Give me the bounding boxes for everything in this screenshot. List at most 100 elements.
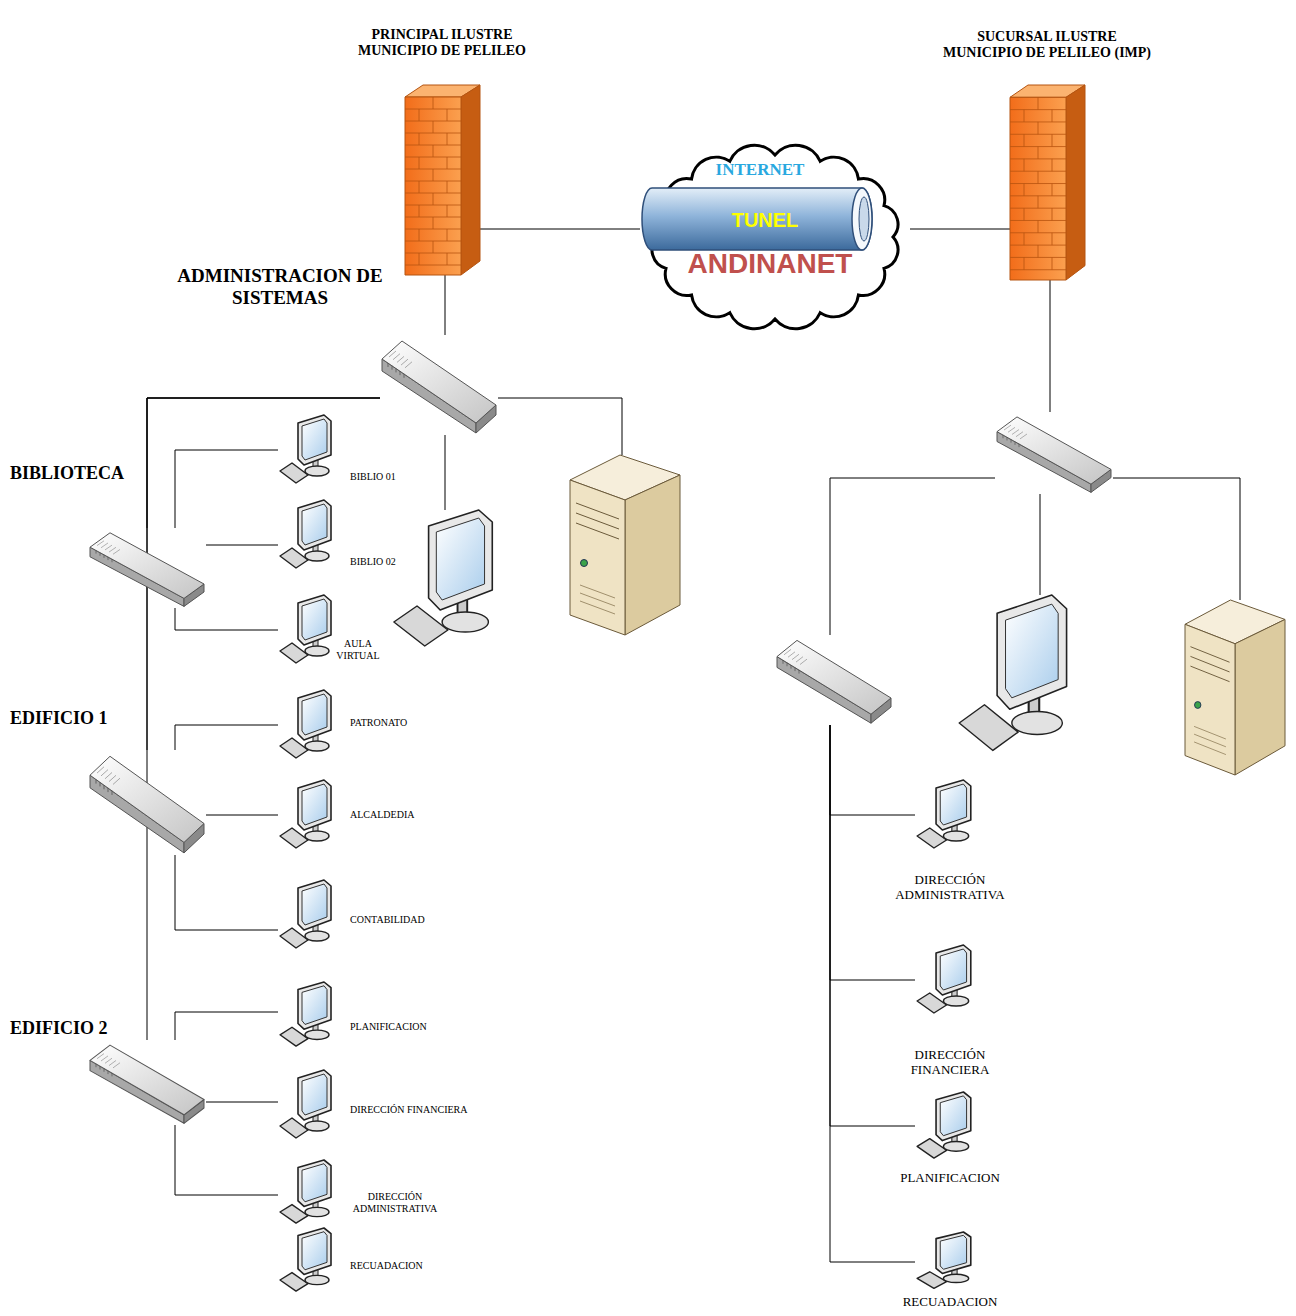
network-cable bbox=[830, 725, 915, 1126]
device-label: RECUADACION bbox=[890, 1295, 1010, 1310]
server bbox=[1185, 600, 1285, 775]
workstation: PLANIFICACION bbox=[915, 1092, 975, 1160]
workstation: DIRECCIÓN FINANCIERA bbox=[915, 945, 975, 1015]
workstation: CONTABILIDAD bbox=[278, 880, 335, 950]
device-icon bbox=[1010, 85, 1085, 280]
internet-cloud: INTERNET TUNEL ANDINANET bbox=[640, 140, 910, 335]
device-label: DIRECCIÓN FINANCIERA bbox=[350, 1104, 468, 1116]
workstation: BIBLIO 01 bbox=[278, 415, 335, 485]
device-icon bbox=[955, 595, 1075, 755]
network-cable bbox=[175, 1125, 278, 1195]
network-cable bbox=[147, 398, 380, 528]
workstation: BIBLIO 02 bbox=[278, 500, 335, 570]
device-icon bbox=[88, 528, 206, 608]
device-label: PLANIFICACION bbox=[890, 1171, 1010, 1186]
network-switch: EDIFICIO 1 bbox=[88, 750, 206, 855]
device-icon bbox=[775, 635, 893, 725]
network-cable bbox=[445, 275, 446, 335]
network-switch: ADMINISTRACION DE SISTEMAS bbox=[380, 335, 498, 435]
network-cable bbox=[206, 545, 278, 546]
network-cable bbox=[830, 478, 995, 635]
device-label: DIRECCIÓN FINANCIERA bbox=[890, 1048, 1010, 1078]
device-icon bbox=[390, 510, 500, 650]
device-icon bbox=[1185, 600, 1285, 775]
network-cable bbox=[480, 229, 640, 230]
device-icon bbox=[278, 415, 335, 485]
device-label: INTERNET bbox=[716, 160, 805, 180]
network-cable bbox=[175, 725, 278, 750]
device-icon bbox=[88, 1040, 206, 1125]
device-icon bbox=[915, 780, 975, 850]
device-label: BIBLIOTECA bbox=[10, 463, 124, 484]
network-cable bbox=[206, 815, 278, 816]
network-cable bbox=[1040, 494, 1041, 595]
device-icon bbox=[278, 1160, 335, 1225]
device-icon bbox=[278, 1228, 335, 1293]
device-icon bbox=[278, 982, 335, 1048]
device-icon bbox=[915, 945, 975, 1015]
device-label: RECUADACION bbox=[350, 1260, 423, 1272]
device-label: SUCURSAL ILUSTRE MUNICIPIO DE PELILEO (I… bbox=[942, 29, 1152, 61]
device-icon bbox=[278, 690, 335, 760]
network-cable bbox=[1113, 478, 1240, 600]
workstation: PLANIFICACION bbox=[278, 982, 335, 1048]
network-switch: BIBLIOTECA bbox=[88, 528, 206, 608]
workstation: AULA VIRTUAL bbox=[278, 595, 335, 665]
device-icon bbox=[88, 750, 206, 855]
device-label: PLANIFICACION bbox=[350, 1021, 427, 1033]
device-icon bbox=[570, 455, 680, 635]
device-label: PATRONATO bbox=[350, 717, 407, 729]
network-switch: EDIFICIO 2 bbox=[88, 1040, 206, 1125]
network-cable bbox=[910, 229, 1010, 230]
device-label: AULA VIRTUAL bbox=[328, 638, 388, 661]
network-cable bbox=[498, 398, 622, 455]
device-icon bbox=[915, 1092, 975, 1160]
device-icon bbox=[278, 1070, 335, 1140]
network-cable bbox=[206, 1102, 278, 1103]
device-label: ANDINANET bbox=[688, 248, 853, 280]
device-icon bbox=[278, 500, 335, 570]
server bbox=[570, 455, 680, 635]
device-label: EDIFICIO 1 bbox=[10, 708, 108, 729]
device-icon bbox=[278, 595, 335, 665]
workstation bbox=[390, 510, 500, 650]
workstation bbox=[955, 595, 1075, 755]
device-label: EDIFICIO 2 bbox=[10, 1018, 108, 1039]
network-switch bbox=[775, 635, 893, 725]
device-label: DIRECCIÓN ADMINISTRATIVA bbox=[350, 1191, 440, 1214]
device-icon bbox=[405, 85, 480, 275]
workstation: PATRONATO bbox=[278, 690, 335, 760]
network-switch bbox=[995, 412, 1113, 494]
workstation: RECUADACION bbox=[278, 1228, 335, 1293]
firewall: PRINCIPAL ILUSTRE MUNICIPIO DE PELILEO bbox=[405, 85, 480, 275]
device-label: ADMINISTRACION DE SISTEMAS bbox=[165, 265, 395, 309]
device-label: CONTABILIDAD bbox=[350, 914, 425, 926]
network-cable bbox=[175, 855, 278, 930]
device-label: PRINCIPAL ILUSTRE MUNICIPIO DE PELILEO bbox=[337, 27, 547, 59]
workstation: RECUADACION bbox=[915, 1232, 975, 1290]
workstation: DIRECCIÓN ADMINISTRATIVA bbox=[915, 780, 975, 850]
network-cable bbox=[830, 725, 915, 815]
device-label: BIBLIO 01 bbox=[350, 471, 396, 483]
network-cable bbox=[1050, 280, 1051, 412]
network-cable bbox=[175, 1012, 278, 1040]
firewall: SUCURSAL ILUSTRE MUNICIPIO DE PELILEO (I… bbox=[1010, 85, 1085, 280]
workstation: DIRECCIÓN FINANCIERA bbox=[278, 1070, 335, 1140]
device-label: TUNEL bbox=[732, 209, 799, 232]
network-cable bbox=[175, 608, 278, 630]
device-icon bbox=[278, 780, 335, 850]
network-cable bbox=[445, 435, 446, 510]
network-cable bbox=[147, 398, 380, 1040]
device-icon bbox=[278, 880, 335, 950]
workstation: DIRECCIÓN ADMINISTRATIVA bbox=[278, 1160, 335, 1225]
device-label: DIRECCIÓN ADMINISTRATIVA bbox=[890, 873, 1010, 903]
network-cable bbox=[830, 725, 915, 980]
workstation: ALCALDEDIA bbox=[278, 780, 335, 850]
device-label: BIBLIO 02 bbox=[350, 556, 396, 568]
device-icon bbox=[915, 1232, 975, 1290]
device-label: ALCALDEDIA bbox=[350, 809, 414, 821]
network-cable bbox=[175, 450, 278, 528]
device-icon bbox=[380, 335, 498, 435]
device-icon bbox=[995, 412, 1113, 494]
